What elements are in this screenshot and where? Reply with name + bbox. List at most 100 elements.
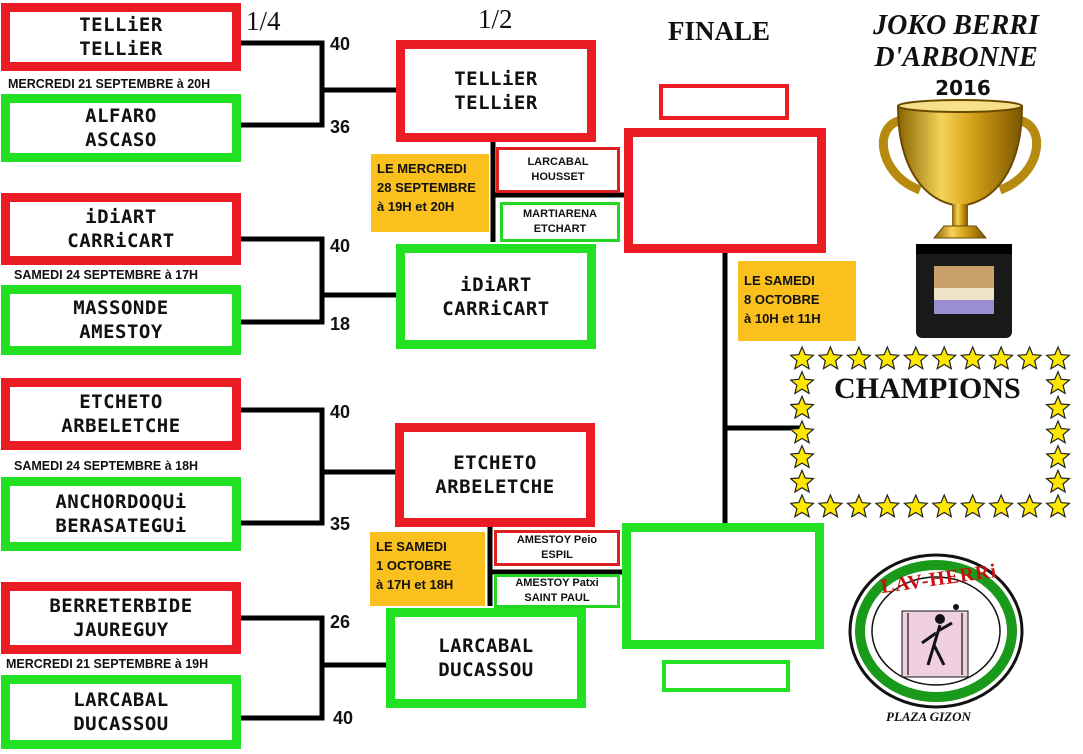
qf3-team-top: ETCHETO ARBELETCHE (1, 378, 241, 450)
star-icon (931, 345, 958, 370)
team-name: BERRETERBIDE (49, 595, 193, 617)
star-icon (790, 370, 815, 395)
qf1-team-top: TELLiER TELLiER (1, 3, 241, 71)
round-label-final: FINALE (668, 16, 771, 46)
team-name: CARRiCART (442, 297, 550, 320)
sf2-small-team-top: AMESTOY Peio ESPIL (494, 530, 620, 566)
team-name: CARRiCART (67, 230, 175, 252)
star-icon (790, 394, 815, 420)
logo-caption: PLAZA GIZON (886, 709, 971, 724)
note-line: 1 OCTOBRE (376, 558, 452, 573)
qf3-date: SAMEDI 24 SEPTEMBRE à 18H (14, 459, 199, 473)
team-name: ARBELETCHE (61, 415, 181, 437)
team-name: TELLiER (79, 38, 163, 60)
note-line: LE MERCREDI (377, 161, 467, 176)
star-icon (988, 493, 1014, 518)
team-name: LARCABAL (438, 635, 534, 657)
star-icon (846, 493, 872, 518)
trophy-icon (878, 99, 1042, 338)
final-winner-bottom-slot (662, 660, 790, 692)
star-icon (817, 345, 844, 370)
qf1-date: MERCREDI 21 SEPTEMBRE à 20H (8, 77, 211, 91)
sf1-team-bottom: iDiART CARRiCART (396, 244, 596, 349)
lav-herri-logo (848, 553, 1024, 709)
star-icon (959, 345, 986, 370)
star-icon (790, 345, 815, 370)
star-icon (1045, 370, 1071, 395)
team-name: AMESTOY Patxi (515, 577, 599, 589)
team-name: HOUSSET (531, 171, 585, 183)
team-name: ASCASO (85, 129, 157, 151)
team-name: LARCABAL (73, 689, 169, 711)
star-icon (790, 419, 815, 444)
team-name: MASSONDE (73, 297, 169, 319)
star-icon (902, 493, 929, 518)
sf2-team-top: ETCHETO ARBELETCHE (395, 423, 595, 527)
qf4-score-bottom: 40 (333, 708, 354, 728)
star-icon (959, 493, 986, 518)
team-name: ETCHETO (79, 391, 163, 413)
star-icon (988, 345, 1014, 370)
tournament-title-line2: D'ARBONNE (874, 42, 1038, 73)
qf1-score-bottom: 36 (330, 117, 351, 137)
round-label-semi: 1/2 (478, 4, 513, 34)
qf4-date: MERCREDI 21 SEPTEMBRE à 19H (6, 657, 209, 671)
team-name: JAUREGUY (73, 619, 169, 641)
qf4-score-top: 26 (330, 612, 351, 632)
star-icon (1045, 444, 1071, 469)
sf1-small-team-bottom: MARTIARENA ETCHART (500, 202, 620, 242)
note-line: LE SAMEDI (744, 273, 815, 288)
final-team-top (624, 128, 826, 253)
final-winner-top-slot (659, 84, 789, 120)
qf3-team-bottom: ANCHORDOQUi BERASATEGUi (1, 477, 241, 551)
star-icon (1045, 345, 1071, 370)
qf1-score-top: 40 (330, 34, 351, 54)
team-name: ANCHORDOQUi (55, 491, 187, 513)
qf2-score-top: 40 (330, 236, 351, 256)
team-name: SAINT PAUL (524, 592, 590, 604)
team-name: MARTIARENA (523, 208, 597, 220)
star-icon (790, 444, 815, 469)
qf4-team-bottom: LARCABAL DUCASSOU (1, 675, 241, 749)
team-name: AMESTOY Peio (516, 534, 598, 546)
team-name: ALFARO (85, 105, 157, 127)
star-icon (874, 493, 901, 518)
qf2-team-top: iDiART CARRiCART (1, 193, 241, 265)
team-name: ARBELETCHE (435, 476, 555, 498)
team-name: iDiART (460, 273, 532, 296)
star-icon (1045, 468, 1071, 494)
team-name: BERASATEGUi (55, 515, 187, 537)
star-icon (874, 345, 901, 370)
team-name: ESPIL (541, 549, 573, 561)
team-name: TELLiER (79, 14, 163, 36)
star-icon (931, 493, 958, 518)
star-icon (1045, 419, 1071, 444)
team-name: TELLiER (454, 68, 538, 90)
team-name: AMESTOY (79, 321, 163, 343)
star-icon (1045, 394, 1071, 420)
team-name: DUCASSOU (438, 659, 534, 681)
team-name: iDiART (85, 206, 157, 228)
tournament-year: 2016 (935, 76, 991, 100)
note-line: à 17H et 18H (376, 577, 454, 592)
star-icon (1016, 493, 1043, 518)
qf2-score-bottom: 18 (330, 314, 351, 334)
star-icon (846, 345, 872, 370)
note-line: LE SAMEDI (376, 539, 447, 554)
note-line: 28 SEPTEMBRE (377, 180, 476, 195)
star-icon (790, 468, 815, 494)
star-icon (790, 493, 815, 518)
note-line: 8 OCTOBRE (744, 292, 820, 307)
team-name: TELLiER (454, 92, 538, 114)
qf3-score-bottom: 35 (330, 514, 351, 534)
team-name: ETCHETO (453, 452, 537, 474)
round-label-quarter: 1/4 (246, 6, 281, 36)
sf1-schedule-note: LE MERCREDI 28 SEPTEMBRE à 19H et 20H (371, 154, 489, 232)
team-name: DUCASSOU (73, 713, 169, 735)
qf2-team-bottom: MASSONDE AMESTOY (1, 285, 241, 355)
champions-label: CHAMPIONS (834, 372, 1021, 405)
star-icon (1045, 493, 1071, 518)
final-schedule-note: LE SAMEDI 8 OCTOBRE à 10H et 11H (738, 261, 856, 341)
sf2-schedule-note: LE SAMEDI 1 OCTOBRE à 17H et 18H (370, 532, 485, 606)
